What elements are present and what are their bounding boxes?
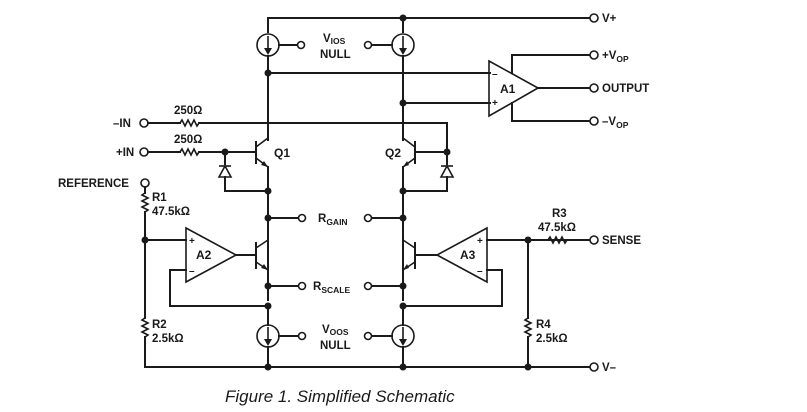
rgain-terminal-left[interactable] — [297, 213, 307, 223]
r-in-minus-label: 250Ω — [174, 105, 202, 117]
op-amp-a3 — [399, 226, 591, 310]
reference-label: REFERENCE — [58, 178, 129, 190]
current-source-vios-right — [370, 33, 415, 57]
vios-null-terminal-left[interactable] — [296, 40, 306, 50]
a2-label: A2 — [196, 248, 212, 262]
sense-terminal[interactable] — [589, 235, 599, 245]
rscale-wiring — [264, 282, 407, 290]
transistor-lower-right — [402, 239, 416, 271]
op-amp-a1 — [488, 54, 591, 122]
rgain-wiring — [264, 214, 407, 222]
r4-name: R4 — [536, 319, 551, 331]
a3-plus-sign: + — [477, 236, 483, 247]
figure-caption: Figure 1. Simplified Schematic — [225, 387, 455, 406]
r3-name: R3 — [552, 208, 567, 220]
transistor-lower-left — [255, 239, 269, 271]
vios-null-label-line2: NULL — [320, 49, 351, 61]
a1-label: A1 — [500, 82, 516, 96]
diode-q1 — [217, 151, 272, 195]
vios-null-terminal-right[interactable] — [363, 40, 373, 50]
transistor-q2 — [402, 136, 451, 301]
plus-in-terminal[interactable] — [139, 147, 149, 157]
diode-q2 — [399, 151, 455, 195]
current-source-voos-left — [256, 305, 299, 368]
rscale-terminal-left[interactable] — [297, 281, 307, 291]
r1-name: R1 — [152, 192, 167, 204]
collector-wiring — [264, 55, 491, 141]
rscale-terminal-right[interactable] — [363, 281, 373, 291]
q2-label: Q2 — [385, 146, 401, 160]
q1-label: Q1 — [274, 146, 290, 160]
a3-label: A3 — [460, 248, 476, 262]
minus-in-terminal[interactable] — [139, 118, 149, 128]
voos-null-label-line2: NULL — [320, 340, 351, 352]
minus-in-label: –IN — [113, 118, 131, 130]
reference-terminal[interactable] — [140, 178, 150, 188]
r-in-plus-label: 250Ω — [174, 134, 202, 146]
v-plus-terminal[interactable] — [589, 13, 599, 23]
minus-vop-terminal[interactable] — [589, 116, 599, 126]
vios-null-label: VIOS — [323, 33, 346, 46]
voos-null-terminal-right[interactable] — [363, 331, 373, 341]
voos-null-label: VOOS — [322, 324, 349, 337]
a1-minus-sign: – — [492, 69, 498, 80]
sense-label: SENSE — [602, 235, 641, 247]
r2-value: 2.5kΩ — [152, 333, 184, 345]
a3-minus-sign: – — [477, 266, 483, 277]
v-minus-label: V– — [602, 362, 617, 374]
plus-vop-label: +VOP — [602, 50, 629, 64]
rscale-label: RSCALE — [313, 281, 350, 295]
a1-plus-sign: + — [492, 98, 498, 109]
resistor-r3 — [547, 235, 568, 245]
v-minus-rail — [144, 363, 591, 371]
resistor-250-minus — [147, 118, 448, 153]
resistor-r1 — [140, 186, 150, 319]
v-plus-label: V+ — [602, 13, 617, 25]
resistor-r4 — [523, 239, 533, 371]
v-minus-terminal[interactable] — [589, 362, 599, 372]
plus-vop-terminal[interactable] — [589, 50, 599, 60]
plus-in-label: +IN — [116, 147, 134, 159]
a2-plus-sign: + — [189, 236, 195, 247]
r2-name: R2 — [152, 319, 167, 331]
r1-value: 47.5kΩ — [152, 206, 190, 218]
v-plus-rail — [267, 14, 591, 33]
minus-vop-label: –VOP — [602, 116, 629, 130]
resistor-250-plus — [147, 147, 256, 157]
a2-minus-sign: – — [189, 266, 195, 277]
rgain-terminal-right[interactable] — [363, 213, 373, 223]
op-amp-a2 — [144, 226, 272, 310]
output-terminal[interactable] — [589, 83, 599, 93]
resistor-r2 — [140, 317, 150, 368]
current-source-voos-right — [370, 305, 415, 368]
rgain-label: RGAIN — [318, 213, 348, 227]
current-source-vios-left — [256, 33, 299, 57]
r3-value: 47.5kΩ — [538, 222, 576, 234]
voos-null-terminal-left[interactable] — [297, 331, 307, 341]
output-label: OUTPUT — [602, 83, 649, 95]
r4-value: 2.5kΩ — [536, 333, 568, 345]
